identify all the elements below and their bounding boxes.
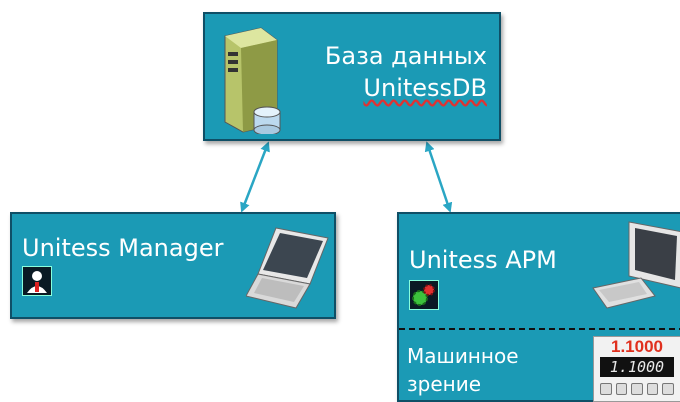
meter-lcd-value: 1.1000	[609, 358, 665, 376]
database-node: База данных UnitessDB	[203, 12, 501, 141]
database-title: База данных	[324, 42, 487, 70]
machine-vision-label-2: зрение	[407, 372, 482, 396]
gears-app-icon	[409, 280, 439, 310]
meter-buttons	[600, 383, 674, 395]
laptop-icon	[246, 227, 329, 309]
manager-title: Unitess Manager	[22, 234, 224, 262]
digital-meter-icon: 1.1000 1.1000	[593, 336, 680, 402]
arm-title: Unitess АРМ	[409, 246, 557, 274]
database-name: UnitessDB	[363, 74, 487, 102]
arm-node: Unitess АРМ Машинное зрение 1.1000 1.100…	[397, 212, 680, 402]
meter-red-value: 1.1000	[611, 337, 663, 356]
user-manager-app-icon	[22, 266, 52, 296]
dashed-divider	[399, 328, 680, 330]
meter-lcd-display: 1.1000	[600, 357, 674, 377]
manager-node: Unitess Manager	[10, 212, 336, 319]
server-database-icon	[224, 27, 281, 134]
arrow-db-arm	[424, 141, 453, 213]
arrow-db-manager	[240, 141, 270, 213]
machine-vision-label: Машинное	[407, 344, 519, 368]
desktop-computer-icon	[592, 221, 680, 309]
